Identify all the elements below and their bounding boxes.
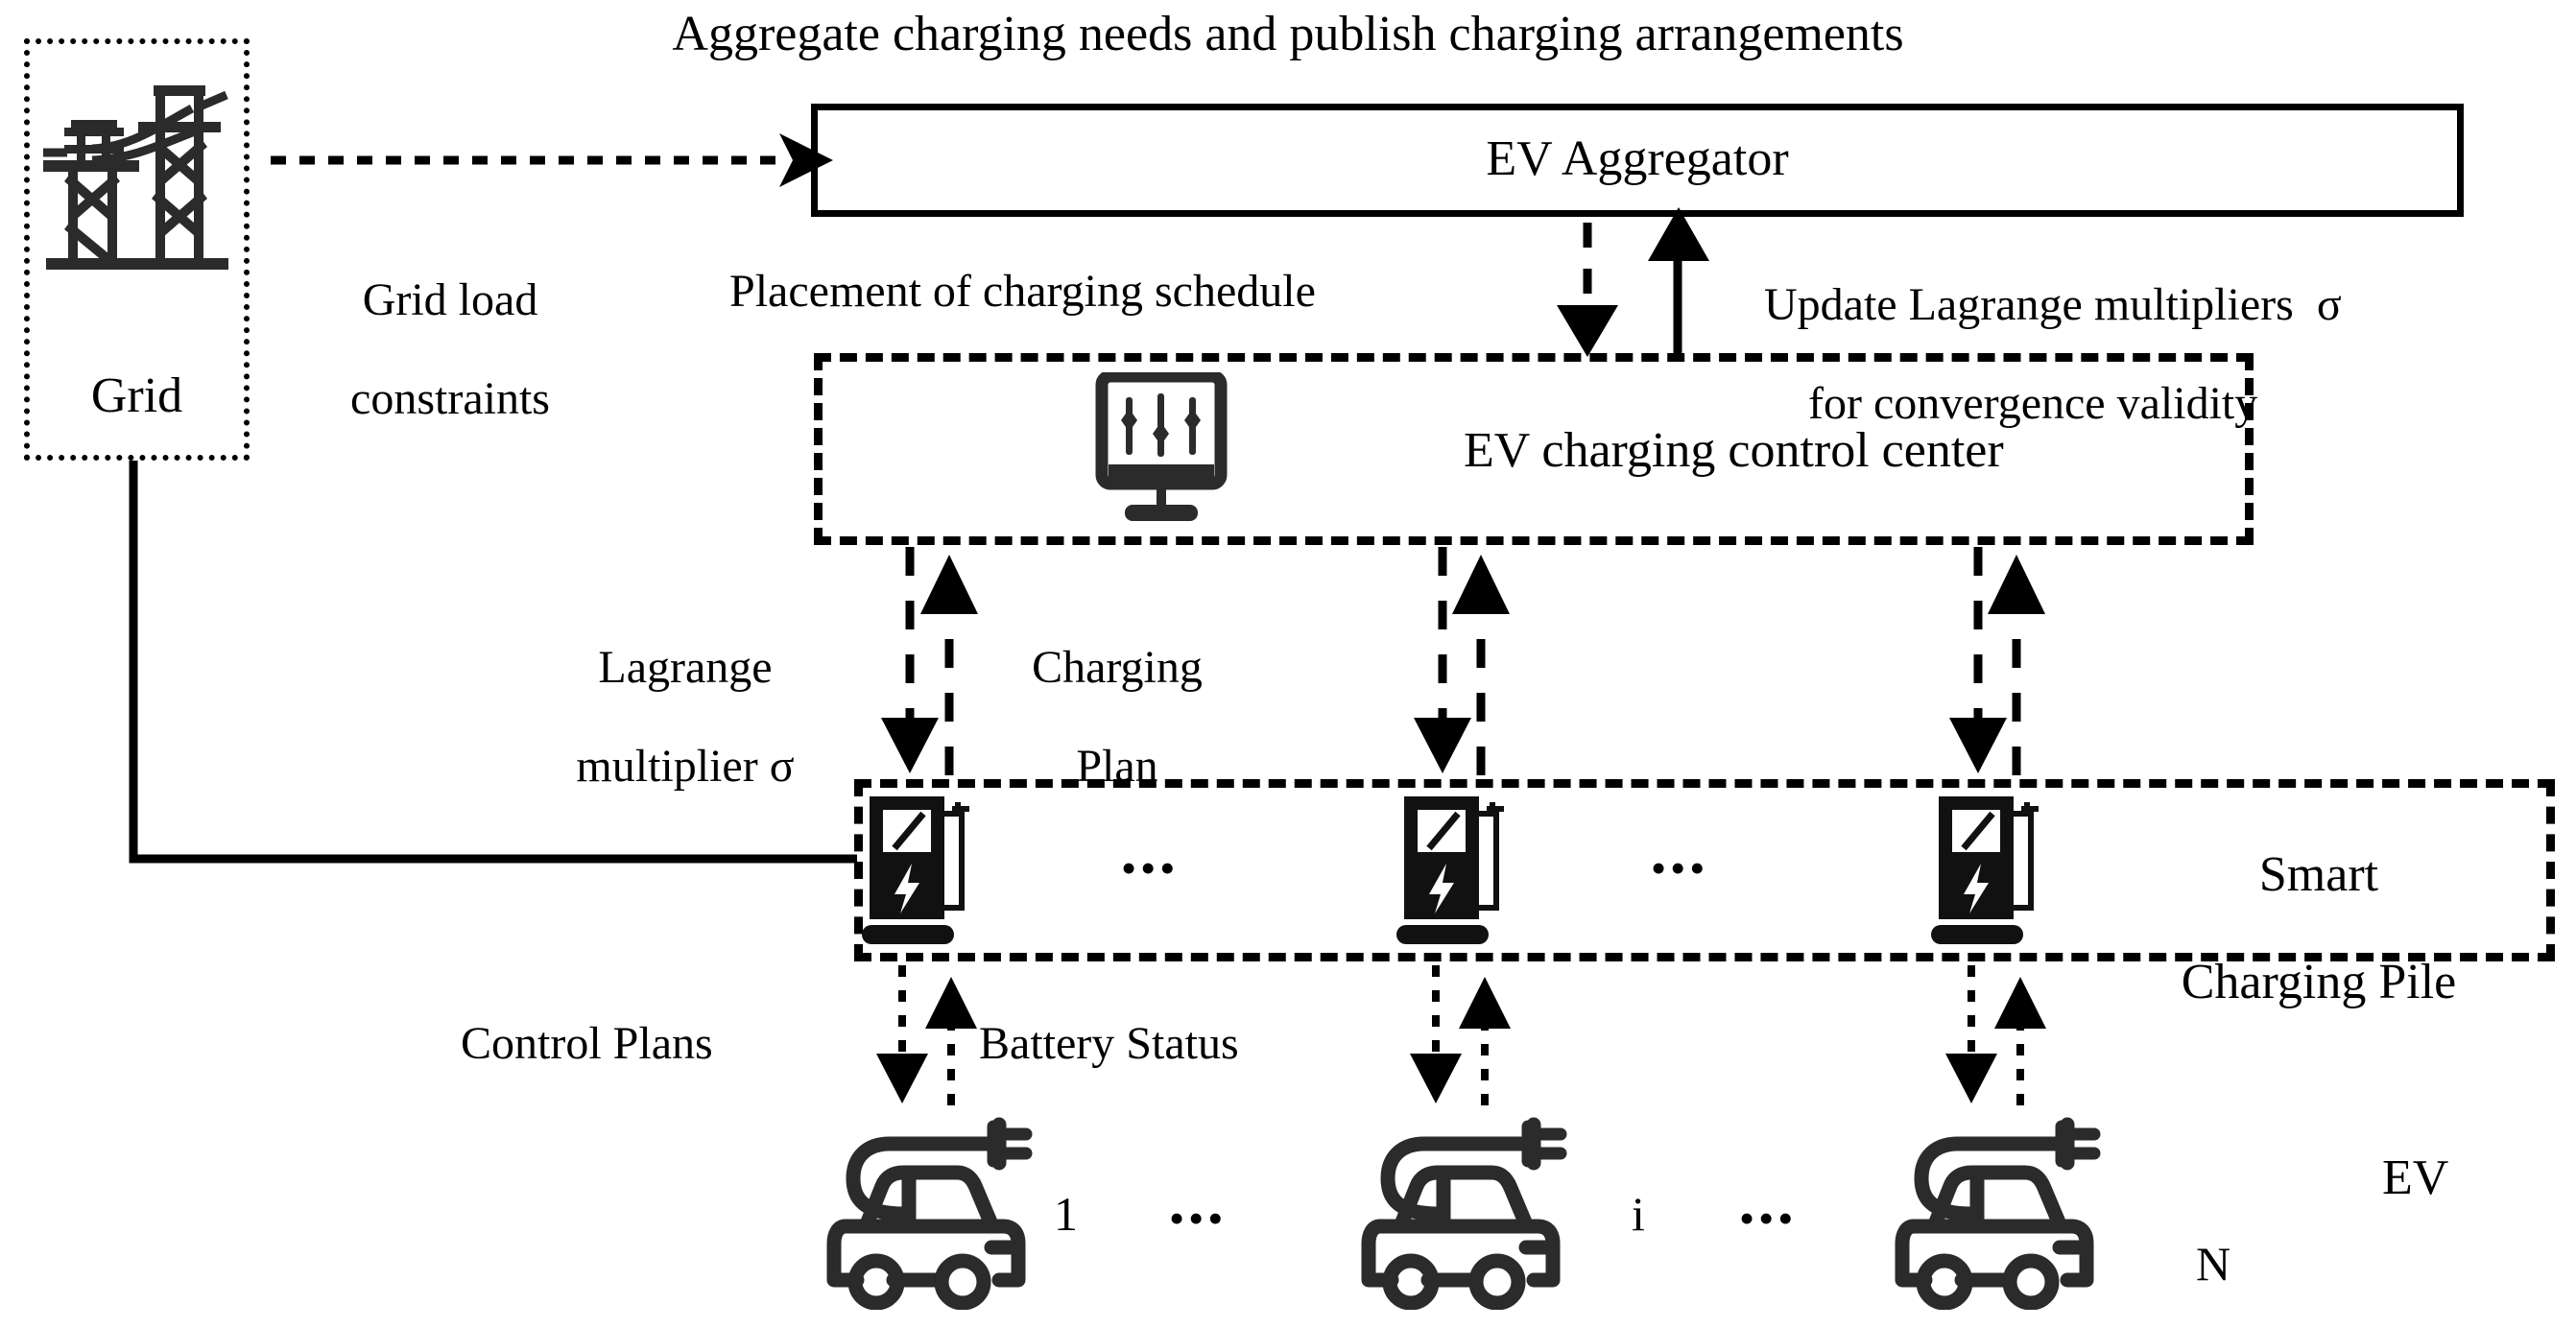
edge-pile-i-to-ev-i [1410,965,1462,1103]
edge-control-to-pile-n [1949,547,2007,773]
ev-index-label: i [1632,1187,1645,1241]
ev-charging-pile-icon[interactable] [1396,793,1517,946]
power-transmission-tower-icon [43,85,228,270]
update-line-2: for convergence validity [1808,378,2258,430]
ev-charging-pile-icon[interactable] [862,793,983,946]
lagrange-line-2: multiplier σ [576,741,795,793]
edge-ev-1-to-pile-1 [925,977,977,1105]
grid-node[interactable] [24,38,250,461]
lagrange-line-1: Lagrange [598,641,773,693]
diagram-title: Aggregate charging needs and publish cha… [672,7,1904,61]
edge-pile-n-to-control [1988,555,2045,775]
edge-pile-n-to-ev-n [1945,965,1997,1103]
ev-index-label: N [2196,1237,2231,1291]
electric-car-with-plug-icon[interactable] [821,1103,1041,1310]
edge-label-battery-status: Battery Status [979,1018,1239,1069]
grid-load-line-2: constraints [350,373,550,425]
charging-plan-line-1: Charging [1032,641,1203,693]
edge-label-update-multipliers: Update Lagrange multipliers σ for conver… [1718,230,2447,479]
edge-label-lagrange-multiplier: Lagrange multiplier σ [461,593,864,842]
grid-label: Grid [90,368,183,423]
update-line-1: Update Lagrange multipliers σ [1764,278,2342,330]
edge-control-to-pile-1 [881,547,939,773]
smart-pile-line-1: Smart [2258,847,2379,903]
edge-grid-to-aggregator [271,133,833,187]
ev-ellipsis-left: ••• [1169,1194,1228,1243]
smart-pile-line-2: Charging Pile [2181,955,2457,1010]
ev-group-label: EV [2382,1150,2449,1205]
control-center-label: EV charging control center [1464,423,2004,478]
smart-charging-pile-label: Smart Charging Pile [2102,794,2486,1064]
grid-load-line-1: Grid load [362,273,538,325]
electric-car-with-plug-icon[interactable] [1355,1103,1576,1310]
edge-pile-i-to-control [1452,555,1510,775]
ev-ellipsis-right: ••• [1739,1194,1798,1243]
edge-control-to-aggregator [1648,207,1709,353]
edge-control-to-pile-i [1414,547,1471,773]
edge-ev-n-to-pile-n [1994,977,2046,1105]
control-panel-monitor-icon [1095,372,1228,521]
edge-label-control-plans: Control Plans [461,1018,713,1069]
edge-label-placement: Placement of charging schedule [729,266,1316,317]
ev-aggregator-node[interactable] [811,104,2464,217]
ev-charging-pile-icon[interactable] [1931,793,2052,946]
edge-label-grid-load: Grid load constraints [269,225,585,474]
electric-car-with-plug-icon[interactable] [1889,1103,2110,1310]
edge-aggregator-to-control [1557,223,1618,357]
edge-pile-1-to-ev-1 [876,965,928,1103]
pile-ellipsis-right: ••• [1651,843,1709,892]
ev-aggregator-label: EV Aggregator [1486,131,1789,186]
pile-ellipsis-left: ••• [1121,843,1180,892]
edge-ev-i-to-pile-i [1459,977,1511,1105]
ev-charging-control-center-node[interactable] [814,353,2254,545]
ev-index-label: 1 [1054,1187,1078,1241]
smart-charging-pile-group[interactable] [854,779,2555,961]
